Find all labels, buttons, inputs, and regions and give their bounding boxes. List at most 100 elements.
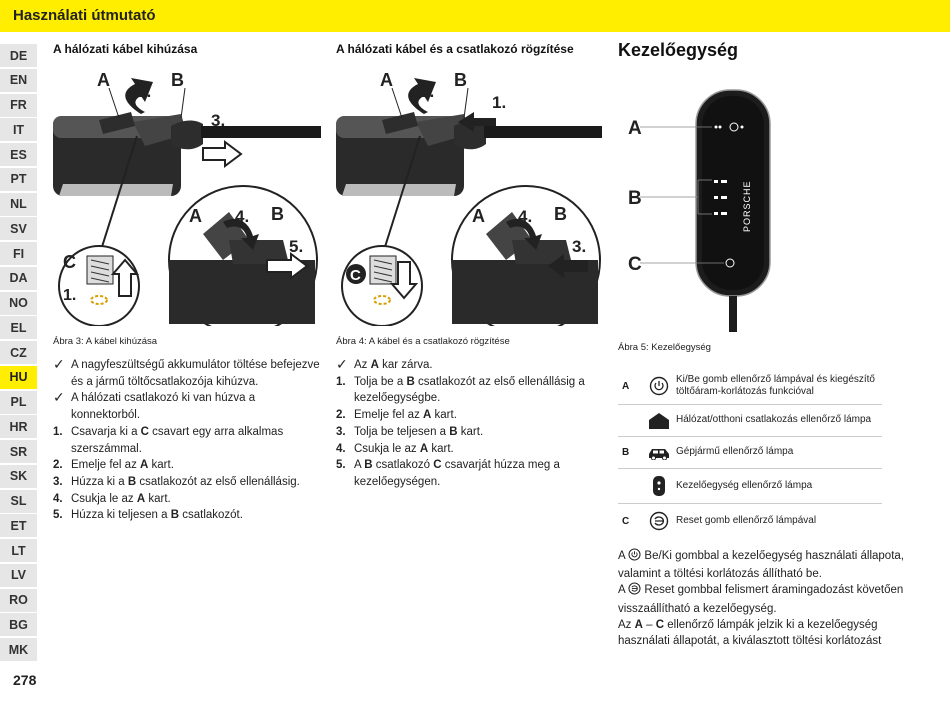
language-tab-sk[interactable]: SK — [0, 464, 37, 488]
step-item: 3.Tolja be teljesen a B kart. — [336, 424, 606, 441]
language-tab-en[interactable]: EN — [0, 68, 37, 92]
table-row: Hálózat/otthoni csatlakozás ellenőrző lá… — [618, 405, 882, 437]
label-step-5: 5. — [289, 237, 303, 256]
language-tab-sr[interactable]: SR — [0, 440, 37, 463]
language-tab-pt[interactable]: PT — [0, 167, 37, 191]
row-letter: A — [622, 380, 630, 392]
cable-fix-illustration: A 2. B 1. C A 4. B 3. — [336, 70, 602, 326]
language-tab-fr[interactable]: FR — [0, 93, 37, 117]
language-tab-es[interactable]: ES — [0, 143, 37, 166]
label-a: A — [97, 70, 110, 90]
figure-caption-4: Ábra 4: A kábel és a csatlakozó rögzítés… — [336, 336, 510, 347]
language-tab-no[interactable]: NO — [0, 291, 37, 315]
row-description: Hálózat/otthoni csatlakozás ellenőrző lá… — [676, 414, 872, 426]
label-a: A — [380, 70, 393, 90]
row-description: Ki/Be gomb ellenőrző lámpával és kiegész… — [676, 373, 875, 398]
row-letter: C — [622, 515, 630, 527]
label-a-detail: A — [189, 206, 202, 226]
label-c: C — [63, 252, 76, 272]
label-b-detail: B — [271, 204, 284, 224]
language-tab-cz[interactable]: CZ — [0, 341, 37, 364]
page-header-title: Használati útmutató — [13, 7, 156, 24]
label-a-detail: A — [472, 206, 485, 226]
step-number: 5. — [53, 509, 63, 522]
checkmark-icon: ✓ — [53, 356, 65, 372]
step-number: 4. — [53, 492, 63, 505]
language-tab-lv[interactable]: LV — [0, 563, 37, 587]
control-unit-icon — [646, 475, 672, 497]
step-number: 1. — [53, 425, 63, 438]
row-description: Reset gomb ellenőrző lámpával — [676, 514, 817, 526]
language-tab-et[interactable]: ET — [0, 514, 37, 538]
prerequisite-item: ✓Az A kar zárva. — [336, 356, 433, 372]
label-c: C — [628, 254, 642, 275]
label-c: C — [350, 267, 361, 284]
label-step-1: 1. — [63, 287, 76, 304]
house-icon — [646, 412, 672, 430]
power-button-icon — [646, 376, 672, 396]
prerequisite-item: ✓A hálózati csatlakozó ki van húzva a ko… — [53, 389, 256, 422]
step-number: 1. — [336, 375, 346, 388]
step-number: 5. — [336, 459, 346, 472]
language-tab-mk[interactable]: MK — [0, 638, 37, 661]
step-number: 3. — [53, 475, 63, 488]
paragraph-reset: A Reset gombbal felismert áramingadozást… — [618, 582, 904, 615]
label-a: A — [628, 118, 642, 139]
page-number: 278 — [13, 672, 37, 688]
language-tab-hr[interactable]: HR — [0, 415, 37, 439]
language-tab-el[interactable]: EL — [0, 316, 37, 340]
step-item: 1.Csavarja ki a C csavart egy arra alkal… — [53, 425, 284, 455]
step-item: 4.Csukja le az A kart. — [53, 491, 323, 508]
language-tab-bg[interactable]: BG — [0, 613, 37, 637]
step-number: 4. — [336, 442, 346, 455]
label-step-1: 1. — [492, 93, 506, 112]
step-number: 3. — [336, 425, 346, 438]
language-tab-ro[interactable]: RO — [0, 588, 37, 612]
unplug-steps: ✓A nagyfeszültségű akkumulátor töltése b… — [53, 356, 323, 524]
language-tab-de[interactable]: DE — [0, 44, 37, 67]
figure-control-unit: PORSCHE A B C — [618, 82, 778, 332]
step-item: 5.A B csatlakozó C csavarját húzza meg a… — [336, 459, 560, 488]
label-step-3: 3. — [211, 111, 225, 130]
label-b: B — [171, 70, 184, 90]
language-tab-hu[interactable]: HU — [0, 365, 37, 389]
paragraph-indicators: Az A – C ellenőrző lámpák jelzik ki a ke… — [618, 618, 882, 648]
figure-caption-5: Ábra 5: Kezelőegység — [618, 342, 711, 353]
language-tab-fi[interactable]: FI — [0, 242, 37, 265]
section-heading-fix: A hálózati kábel és a csatlakozó rögzíté… — [336, 42, 574, 56]
step-item: 2.Emelje fel az A kart. — [336, 407, 606, 424]
step-item: 1.Tolja be a B csatlakozót az első ellen… — [336, 375, 585, 405]
language-tab-sl[interactable]: SL — [0, 489, 37, 513]
control-unit-description: A Be/Ki gombbal a kezelőegység használat… — [618, 548, 918, 649]
car-icon — [646, 446, 672, 460]
figure-caption-3: Ábra 3: A kábel kihúzása — [53, 336, 158, 347]
language-tab-sv[interactable]: SV — [0, 217, 37, 241]
table-row: B Gépjármű ellenőrző lámpa — [618, 437, 882, 469]
label-step-3: 3. — [572, 237, 586, 256]
language-tab-it[interactable]: IT — [0, 118, 37, 142]
table-row: C Reset gomb ellenőrző lámpával — [618, 504, 882, 538]
step-number: 2. — [336, 409, 346, 422]
table-row: Kezelőegység ellenőrző lámpa — [618, 469, 882, 504]
row-description: Kezelőegység ellenőrző lámpa — [676, 479, 813, 491]
power-button-icon — [628, 548, 641, 566]
row-description: Gépjármű ellenőrző lámpa — [676, 446, 794, 458]
reset-icon — [628, 582, 641, 600]
label-step-2: 2. — [137, 82, 151, 101]
table-row: A Ki/Be gomb ellenőrző lámpával és kiegé… — [618, 368, 882, 405]
figure-cable-fix: A 2. B 1. C A 4. B 3. — [336, 64, 602, 326]
step-item: 2.Emelje fel az A kart. — [53, 457, 323, 474]
language-tab-lt[interactable]: LT — [0, 539, 37, 562]
language-tab-nl[interactable]: NL — [0, 192, 37, 216]
language-tab-pl[interactable]: PL — [0, 390, 37, 414]
label-step-4: 4. — [235, 207, 249, 226]
step-item: 4.Csukja le az A kart. — [336, 441, 606, 458]
header-bar — [0, 0, 950, 32]
label-b-detail: B — [554, 204, 567, 224]
language-tab-da[interactable]: DA — [0, 266, 37, 290]
control-unit-table: A Ki/Be gomb ellenőrző lámpával és kiegé… — [618, 368, 882, 538]
label-b: B — [454, 70, 467, 90]
reset-icon — [646, 511, 672, 531]
checkmark-icon: ✓ — [53, 389, 65, 406]
